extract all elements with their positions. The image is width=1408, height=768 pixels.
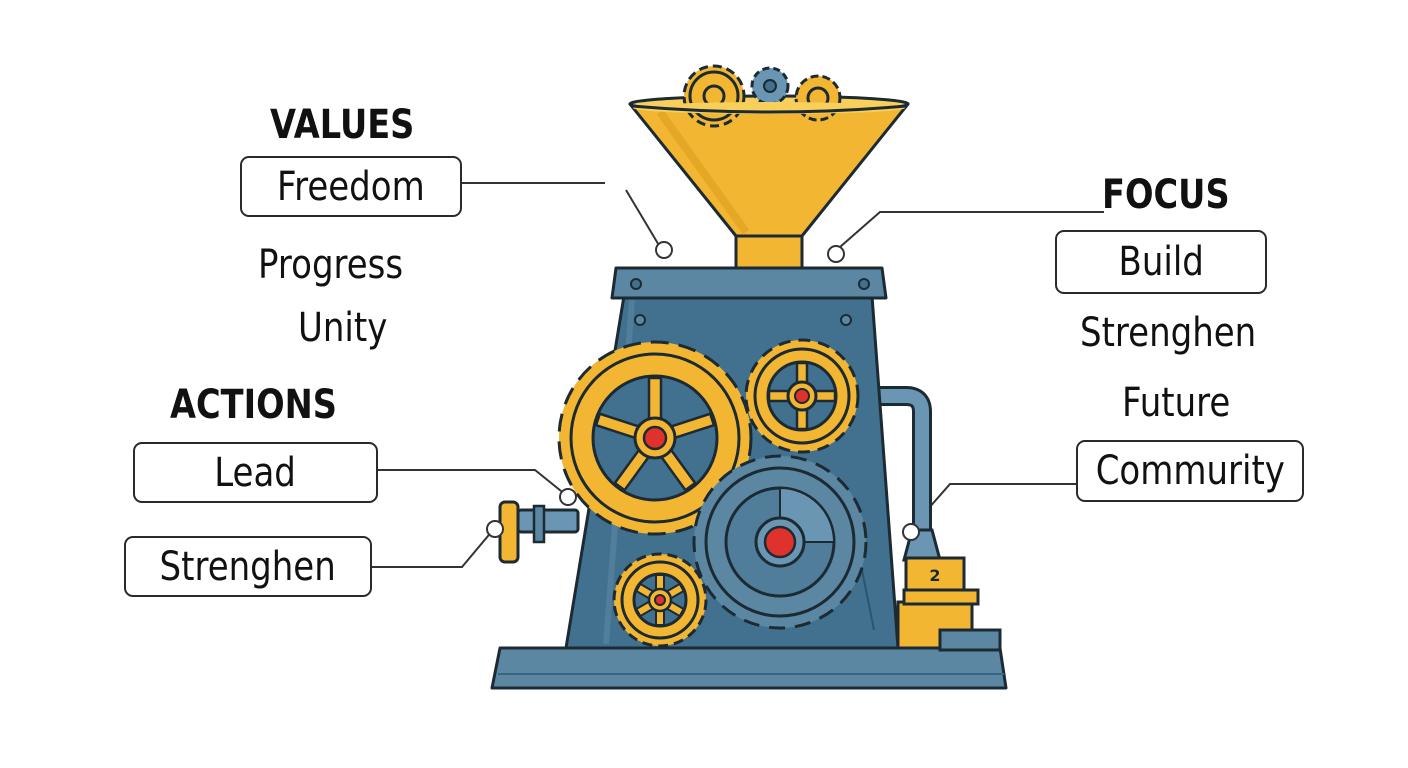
valve-handle-icon <box>498 500 580 564</box>
leader-line-values-dot <box>625 189 661 248</box>
leader-lines <box>372 182 1104 568</box>
large-blue-gear-icon <box>692 454 868 630</box>
values-box-freedom-label: Freedom <box>277 163 425 210</box>
medium-gold-gear-icon <box>744 338 860 454</box>
values-box-freedom: Freedom <box>240 156 462 217</box>
leader-line-lead <box>378 469 567 496</box>
values-item-unity: Unity <box>298 305 388 351</box>
connector-dot-focus <box>827 245 845 263</box>
focus-item-strenghen: Strenghen <box>1080 310 1257 356</box>
leader-line-community <box>913 483 1078 526</box>
funnel-gears-icon <box>631 64 907 128</box>
machine-lid-icon <box>610 266 888 300</box>
actions-box-lead-label: Lead <box>214 449 297 496</box>
actions-heading: ACTIONS <box>170 382 337 428</box>
actions-box-lead: Lead <box>133 442 378 503</box>
values-item-progress: Progress <box>258 242 404 288</box>
actions-box-strenghen-label: Strenghen <box>159 543 337 590</box>
focus-item-future: Future <box>1122 380 1231 426</box>
connector-dot-values <box>655 241 673 259</box>
funnel-icon <box>628 94 910 270</box>
connector-dots <box>486 241 920 541</box>
counter-number: 2 <box>929 566 940 585</box>
machine-base-icon <box>490 646 1008 690</box>
connector-dot-strenghen <box>486 520 504 538</box>
small-gold-gear-icon <box>612 552 708 648</box>
leader-line-focus-dot <box>839 211 1104 248</box>
focus-box-build: Build <box>1055 230 1267 294</box>
focus-box-community-label: Commurity <box>1095 448 1285 494</box>
large-gold-gear-icon <box>557 340 753 536</box>
values-heading: VALUES <box>270 102 415 148</box>
connector-dot-lead <box>559 488 577 506</box>
focus-box-community: Commurity <box>1076 440 1304 502</box>
connector-dot-community <box>902 523 920 541</box>
actions-box-strenghen: Strenghen <box>124 536 372 597</box>
leader-line-strenghen-left <box>372 529 494 568</box>
focus-heading: FOCUS <box>1102 172 1230 218</box>
focus-box-build-label: Build <box>1118 239 1204 285</box>
counter-box-icon: 2 <box>896 556 1002 652</box>
